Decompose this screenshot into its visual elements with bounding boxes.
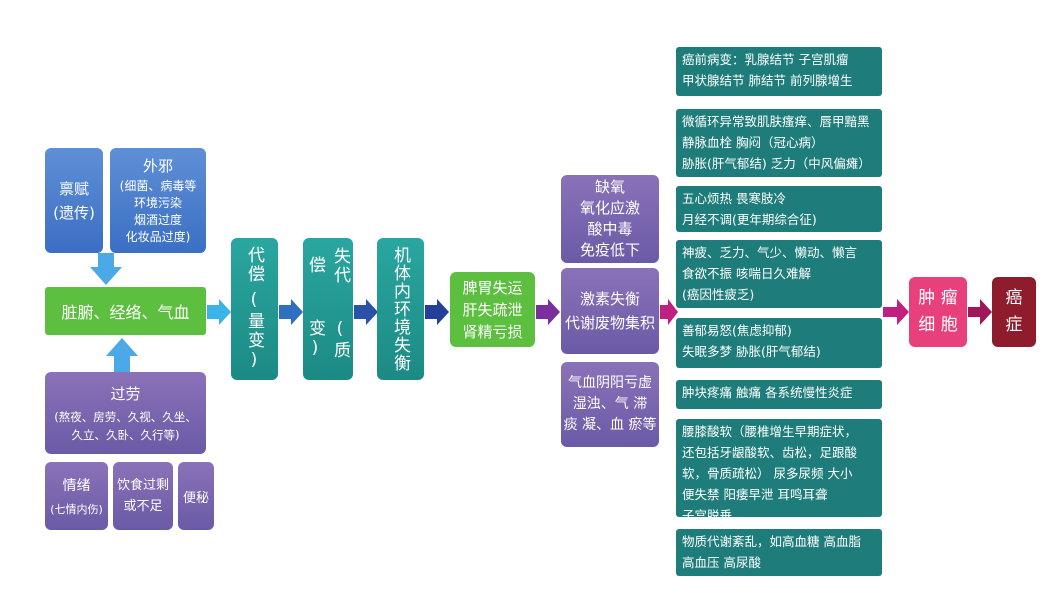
symptom-box-metabolic: 物质代谢紊乱，如高血糖 高血脂 高血压 高尿酸 (676, 529, 882, 576)
right-arrow-icon (536, 299, 560, 325)
symptom-line: 物质代谢紊乱，如高血糖 高血脂 (682, 534, 861, 549)
right-arrow-icon (883, 299, 909, 325)
piwei-line: 肾精亏损 (462, 322, 523, 341)
symptom-line: 月经不调(更年期综合征) (682, 212, 817, 227)
guolao-line: (熬夜、房劳、久视、久坐、 (54, 409, 197, 424)
shidaichang-sub: (质变) (305, 319, 350, 361)
guolao-line: 久立、久卧、久行等) (71, 427, 180, 442)
qingxu-title: 情绪 (62, 478, 91, 494)
piwei-line: 脾胃失运 (462, 278, 523, 297)
symptom-box-mood: 善郁易怒(焦虑抑郁) 失眠多梦 胁胀(肝气郁结) (676, 318, 882, 368)
symptom-box-kidney: 腰膝酸软（腰椎增生早期症状， 还包括牙龈酸软、齿松，足跟酸 软，骨质疏松） 尿多… (676, 419, 882, 523)
qixue-line: 气血阴阳亏虚 (568, 375, 652, 391)
symptom-line: 静脉血栓 胸闷（冠心病） (682, 135, 824, 150)
shidaichang-main: 失代偿 (305, 246, 350, 285)
symptom-line: 微循环异常致肌肤瘙痒、唇甲黯黑 (682, 114, 870, 129)
daichang-main: 代偿 (244, 246, 264, 284)
right-arrow-icon (425, 299, 449, 325)
symptom-line: 神疲、乏力、气少、懒动、懒言 (682, 245, 858, 260)
bingfu-title: 禀赋 (58, 179, 89, 198)
yinshi-box: 饮食过剩 或不足 (113, 462, 173, 530)
daichang-box: 代偿 (量变) (231, 238, 278, 380)
bianmi-box: 便秘 (178, 462, 214, 530)
symptom-line: 腰膝酸软（腰椎增生早期症状， (682, 424, 858, 439)
zhongliu-box: 肿 瘤 细 胞 (909, 277, 967, 347)
waixie-title: 外邪 (142, 157, 173, 175)
waixie-line: 环境污染 (133, 196, 182, 210)
qixue-line: 痰 凝、血 瘀等 (563, 417, 657, 433)
piwei-line: 肝失疏泄 (462, 300, 523, 319)
waixie-line: (细菌、病毒等 (119, 179, 197, 193)
symptom-line: 食欲不振 咳喘日久难解 (682, 266, 811, 281)
symptom-line: 五心烦热 畏寒肢冷 (682, 191, 786, 206)
queyang-box: 缺氧 氧化应激 酸中毒 免疫低下 (561, 175, 659, 263)
waixie-box: 外邪 (细菌、病毒等 环境污染 烟酒过度 化妆品过度) (110, 148, 206, 253)
symptom-line: (癌因性疲乏) (682, 287, 755, 302)
aizheng-box: 癌 症 (992, 277, 1036, 347)
waixie-line: 化妆品过度) (125, 230, 191, 244)
symptom-line: 子宫脱垂 (682, 508, 733, 523)
shidaichang-box: 失代偿 (质变) (303, 238, 353, 380)
daichang-sub: (量变) (244, 290, 264, 372)
qixue-box: 气血阴阳亏虚 湿浊、气 滞 痰 凝、血 瘀等 (561, 362, 659, 447)
right-arrow-icon (660, 299, 678, 325)
symptom-line: 失眠多梦 胁胀(肝气郁结) (682, 344, 821, 359)
symptom-line: 软，骨质疏松） 尿多尿频 大小 (682, 466, 853, 481)
symptom-line: 胁胀(肝气郁结) 乏力（中风偏瘫） (682, 156, 871, 171)
bingfu-box: 禀赋 (遗传) (45, 148, 103, 253)
jiti-label: 机体内环境失衡 (390, 246, 410, 372)
jisu-box: 激素失衡 代谢废物集积 (561, 268, 659, 354)
qingxu-sub: (七情内伤) (50, 503, 103, 516)
jiti-box: 机体内环境失衡 (377, 238, 424, 380)
queyang-line: 酸中毒 (587, 220, 633, 238)
symptom-line: 甲状腺结节 肺结节 前列腺增生 (682, 73, 853, 88)
queyang-line: 免疫低下 (579, 241, 640, 259)
yinshi-line: 或不足 (123, 499, 163, 514)
symptom-box-heat: 五心烦热 畏寒肢冷 月经不调(更年期综合征) (676, 186, 882, 232)
qingxu-box: 情绪 (七情内伤) (45, 462, 108, 530)
symptom-box-microcirc: 微循环异常致肌肤瘙痒、唇甲黯黑 静脉血栓 胸闷（冠心病） 胁胀(肝气郁结) 乏力… (676, 109, 882, 177)
up-arrow-icon (106, 338, 138, 372)
zangfu-box: 脏腑、经络、气血 (45, 287, 206, 335)
right-arrow-icon (354, 299, 378, 325)
symptom-box-fatigue: 神疲、乏力、气少、懒动、懒言 食欲不振 咳喘日久难解 (癌因性疲乏) (676, 240, 882, 308)
queyang-line: 缺氧 (594, 178, 625, 196)
symptom-box-precancer: 癌前病变：乳腺结节 子宫肌瘤 甲状腺结节 肺结节 前列腺增生 (676, 47, 882, 96)
symptom-line: 便失禁 阳痿早泄 耳鸣耳聋 (682, 487, 828, 502)
zhongliu-line: 细 胞 (918, 315, 958, 335)
right-arrow-icon (207, 299, 231, 325)
guolao-box: 过劳 (熬夜、房劳、久视、久坐、 久立、久卧、久行等) (45, 372, 206, 454)
yinshi-line: 饮食过剩 (116, 478, 169, 493)
symptom-line: 还包括牙龈酸软、齿松，足跟酸 (682, 445, 858, 460)
bingfu-sub: (遗传) (53, 203, 95, 222)
qixue-line: 湿浊、气 滞 (572, 396, 648, 412)
guolao-title: 过劳 (110, 384, 141, 403)
symptom-line: 善郁易怒(焦虑抑郁) (682, 323, 792, 338)
right-arrow-icon (968, 299, 992, 325)
jisu-line: 激素失衡 (579, 290, 640, 308)
waixie-line: 烟酒过度 (133, 213, 182, 227)
down-arrow-icon (90, 253, 122, 285)
symptom-box-tumor: 肿块疼痛 触痛 各系统慢性炎症 (676, 380, 882, 409)
symptom-line: 高血压 高尿酸 (682, 555, 761, 570)
bianmi-label: 便秘 (182, 490, 209, 506)
symptom-line: 癌前病变：乳腺结节 子宫肌瘤 (682, 52, 849, 67)
aizheng-line: 癌 (1005, 288, 1023, 308)
jisu-line: 代谢废物集积 (564, 314, 655, 332)
aizheng-line: 症 (1005, 315, 1023, 335)
symptom-line: 肿块疼痛 触痛 各系统慢性炎症 (682, 385, 853, 400)
queyang-line: 氧化应激 (579, 199, 640, 217)
piwei-box: 脾胃失运 肝失疏泄 肾精亏损 (450, 272, 535, 347)
right-arrow-icon (279, 299, 303, 325)
zhongliu-line: 肿 瘤 (918, 288, 958, 308)
zangfu-label: 脏腑、经络、气血 (61, 303, 190, 322)
